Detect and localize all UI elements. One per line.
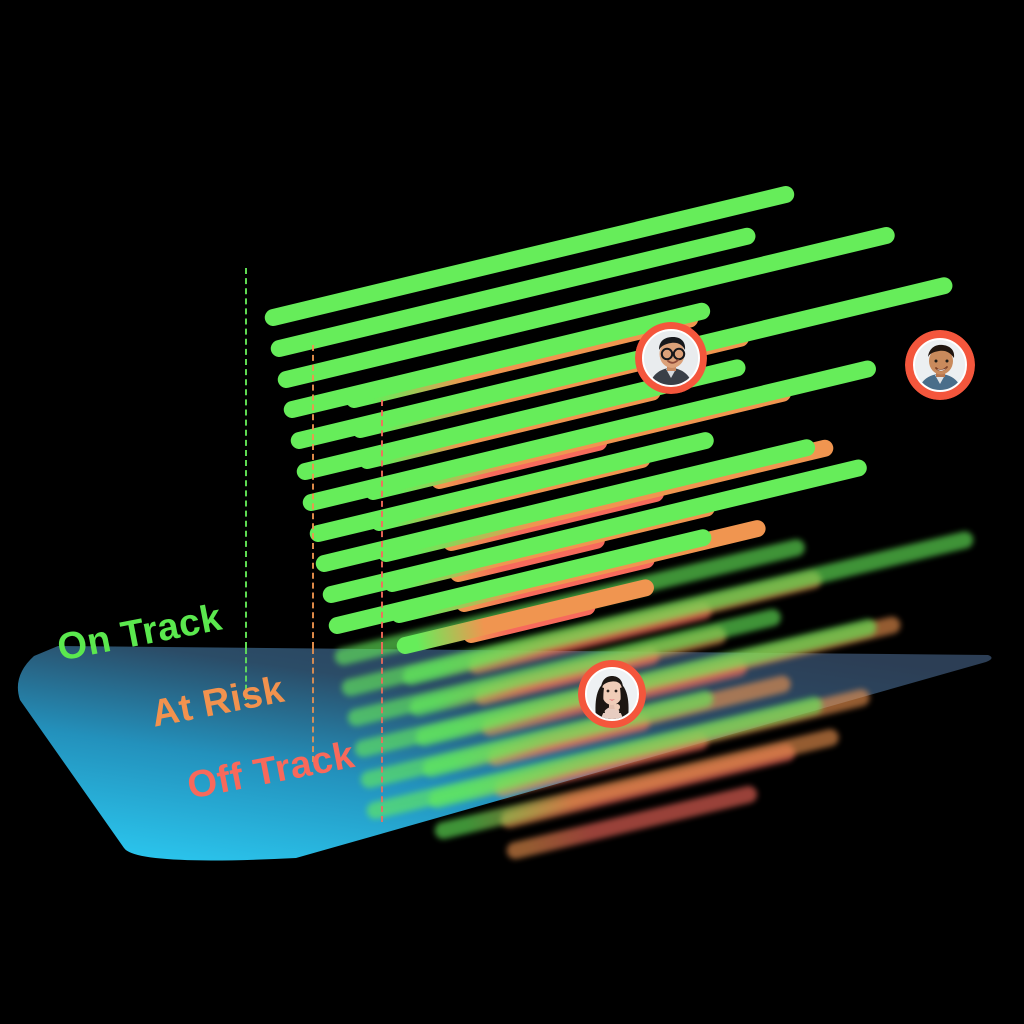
axis-guide-on-track-on-floor: [245, 648, 247, 700]
avatar-photo: [644, 331, 698, 385]
axis-guide-at-risk-on-floor: [312, 648, 314, 762]
axis-guide-off-track-on-floor: [381, 648, 383, 822]
avatar-person-smiling[interactable]: [905, 330, 975, 400]
axis-guide-off-track: [381, 400, 383, 648]
avatar-photo: [587, 669, 637, 719]
avatar-person-long-hair[interactable]: [578, 660, 646, 728]
avatar-photo: [915, 340, 965, 390]
bar-on-track-row-1: [263, 184, 796, 328]
axis-guide-at-risk: [312, 345, 314, 648]
avatar-person-glasses[interactable]: [635, 322, 707, 394]
axis-guide-on-track: [245, 268, 247, 648]
